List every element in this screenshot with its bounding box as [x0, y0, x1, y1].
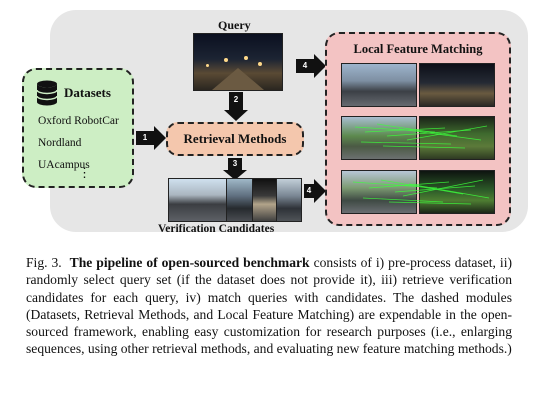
pipeline-figure: 1 2 3 4 4 Datasets Oxford RobotCar Nordl… — [22, 10, 528, 235]
verification-candidates-label: Verification Candidates — [158, 223, 275, 235]
match-image-candidate — [419, 116, 495, 160]
dataset-item: Nordland — [38, 137, 82, 149]
step-4-top-label: 4 — [302, 61, 308, 70]
verification-candidates-images — [168, 178, 302, 222]
arrow-step-1 — [136, 126, 166, 150]
match-image-query — [341, 63, 417, 107]
arrow-step-4-bottom — [304, 179, 326, 203]
query-image — [193, 33, 283, 91]
dataset-item: UAcampus — [38, 159, 90, 171]
figure-caption: Fig. 3. The pipeline of open-sourced ben… — [26, 254, 512, 358]
caption-text: consists of i) pre-process dataset, ii) … — [26, 255, 512, 357]
step-1-label: 1 — [142, 133, 148, 142]
match-image-candidate — [419, 63, 495, 107]
match-image-candidate — [419, 170, 495, 214]
dataset-item: Oxford RobotCar — [38, 115, 119, 127]
lfm-title: Local Feature Matching — [353, 42, 483, 56]
match-image-query — [341, 170, 417, 214]
database-icon — [36, 80, 58, 106]
arrow-step-2 — [224, 92, 248, 121]
candidate-image — [168, 178, 230, 222]
match-image-query — [341, 116, 417, 160]
caption-label: Fig. 3. — [26, 255, 62, 270]
local-feature-matching-module: Local Feature Matching — [325, 32, 511, 226]
arrows-layer — [136, 54, 326, 203]
arrow-step-3 — [223, 158, 247, 180]
candidate-image — [276, 178, 302, 222]
arrow-step-4-top — [296, 54, 326, 78]
match-lines — [352, 123, 490, 205]
datasets-ellipsis: ⋮ — [78, 165, 91, 180]
datasets-module: Datasets Oxford RobotCar Nordland UAcamp… — [22, 68, 134, 188]
step-4-bottom-label: 4 — [306, 186, 312, 195]
retrieval-methods-module: Retrieval Methods — [166, 122, 304, 156]
query-label: Query — [218, 18, 251, 32]
datasets-title: Datasets — [64, 85, 111, 100]
step-2-label: 2 — [233, 95, 239, 104]
caption-bold: The pipeline of open-sourced benchmark — [69, 255, 310, 270]
retrieval-methods-label: Retrieval Methods — [183, 131, 287, 146]
step-3-label: 3 — [232, 159, 238, 168]
